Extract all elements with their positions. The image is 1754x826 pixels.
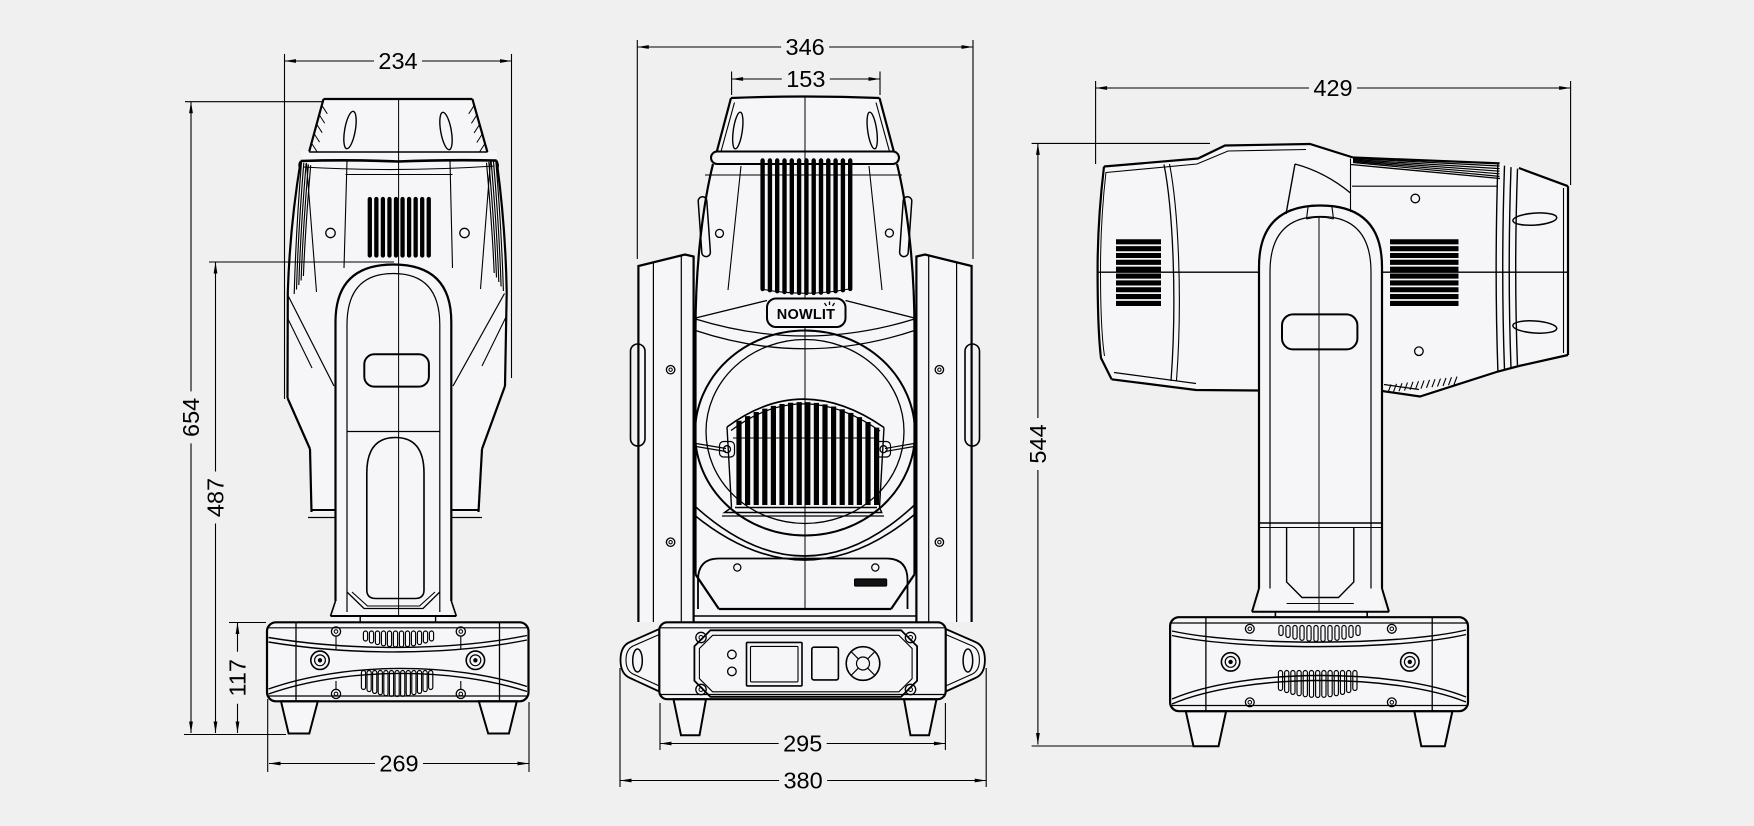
svg-text:269: 269 — [379, 751, 418, 777]
svg-text:544: 544 — [1025, 424, 1051, 463]
svg-text:380: 380 — [783, 768, 822, 794]
svg-text:654: 654 — [178, 398, 204, 437]
svg-text:NOWLIT: NOWLIT — [777, 307, 835, 323]
svg-text:295: 295 — [783, 731, 822, 757]
svg-text:117: 117 — [225, 659, 251, 696]
svg-text:429: 429 — [1313, 75, 1352, 101]
svg-text:153: 153 — [786, 66, 825, 92]
svg-text:234: 234 — [378, 48, 417, 74]
svg-text:487: 487 — [203, 478, 229, 517]
svg-text:346: 346 — [786, 34, 825, 60]
